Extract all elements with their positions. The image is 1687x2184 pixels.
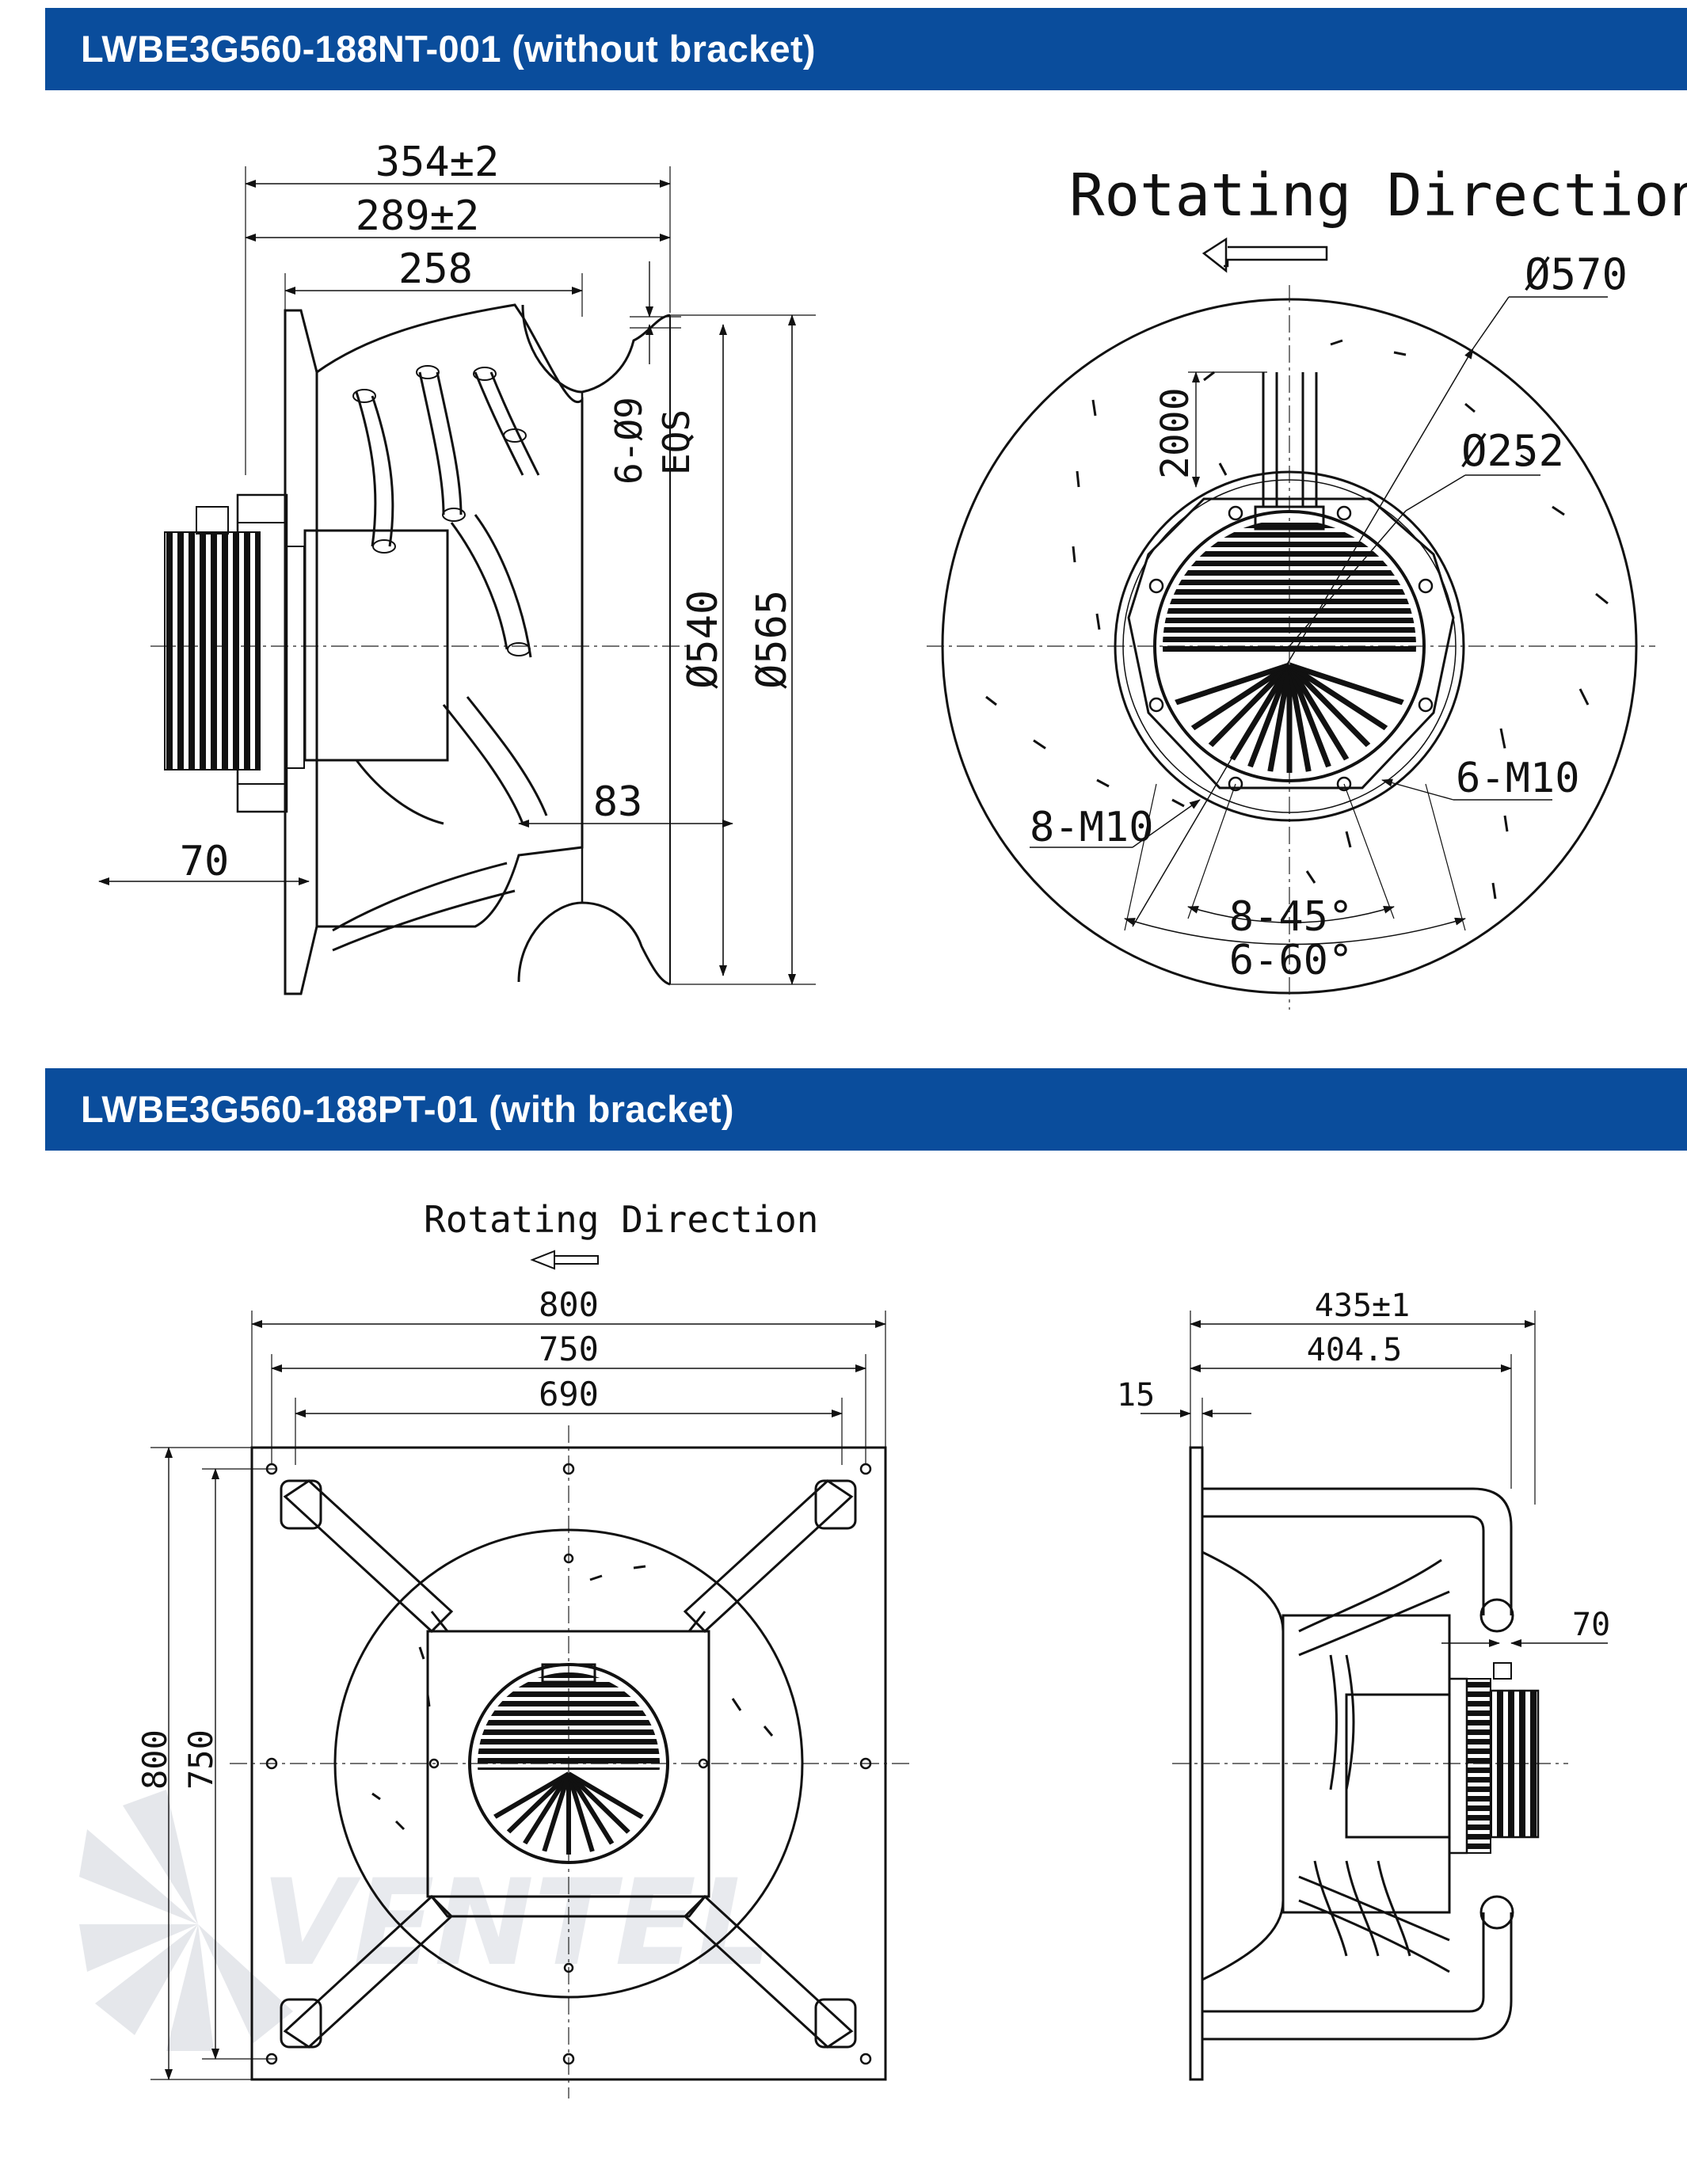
dim-eqs: EQS: [655, 409, 698, 475]
section-title: LWBE3G560-188PT-01 (with bracket): [81, 1088, 734, 1130]
dim-8-45: 8-45°: [1229, 893, 1354, 941]
dim-800-horizontal: 800: [539, 1285, 599, 1324]
dim-6-d9: 6-Ø9: [607, 397, 650, 485]
dim-540: Ø540: [680, 590, 727, 689]
rotating-direction-label: Rotating Direction: [1069, 162, 1687, 230]
dim-354: 354±2: [375, 139, 500, 186]
dim-15: 15: [1117, 1377, 1155, 1414]
dim-6-m10: 6-M10: [1456, 755, 1580, 802]
arrow-left-icon: [530, 1250, 599, 1270]
dim-750-horizontal: 750: [539, 1330, 599, 1368]
dim-570: Ø570: [1525, 249, 1628, 299]
watermark-text: VENTEL: [261, 1855, 771, 1992]
dim-565: Ø565: [748, 590, 796, 689]
rotating-direction-label: Rotating Direction: [424, 1198, 819, 1241]
watermark-logo: VENTEL: [79, 1790, 771, 2051]
section-header-with-bracket: LWBE3G560-188PT-01 (with bracket): [45, 1068, 1687, 1151]
section-header-without-bracket: LWBE3G560-188NT-001 (without bracket): [45, 8, 1687, 90]
dim-70: 70: [1572, 1607, 1610, 1643]
dim-690-horizontal: 690: [539, 1375, 599, 1414]
dim-8-m10: 8-M10: [1030, 804, 1154, 851]
front-view-without-bracket: Rotating Direction: [927, 162, 1687, 1010]
dim-258: 258: [398, 245, 473, 293]
dim-404-5: 404.5: [1307, 1332, 1402, 1368]
side-view-without-bracket: 354±2 289±2 258 6-Ø9 EQS Ø540 Ø565 83 70: [98, 139, 816, 995]
dim-289: 289±2: [356, 192, 480, 240]
dim-252: Ø252: [1461, 426, 1564, 476]
dim-6-60: 6-60°: [1229, 937, 1354, 984]
dim-70: 70: [180, 838, 230, 885]
dim-435: 435±1: [1315, 1288, 1410, 1324]
dim-2000: 2000: [1153, 387, 1198, 479]
side-view-with-bracket: 435±1 404.5 15 70: [1117, 1288, 1610, 2081]
dim-83: 83: [593, 778, 643, 826]
dim-750-vertical: 750: [181, 1729, 220, 1790]
section-title: LWBE3G560-188NT-001 (without bracket): [81, 28, 816, 70]
dim-800-vertical: 800: [135, 1729, 174, 1790]
front-view-with-bracket: Rotating Direction 800 750 690 800 750: [135, 1198, 911, 2098]
arrow-left-icon: [1201, 237, 1328, 273]
